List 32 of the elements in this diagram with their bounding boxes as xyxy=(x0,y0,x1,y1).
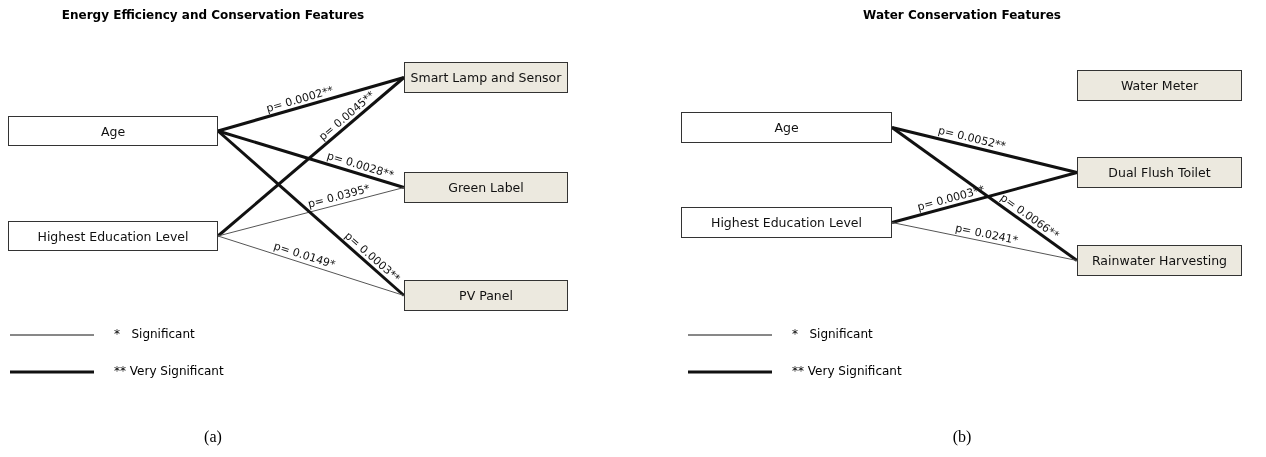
panel-title: Energy Efficiency and Conservation Features xyxy=(61,8,365,22)
connector-line xyxy=(891,222,1078,261)
feature-box: PV Panel xyxy=(404,280,568,311)
connector-line xyxy=(217,129,405,189)
variable-box: Highest Education Level xyxy=(8,221,218,251)
legend-label: * Significant xyxy=(792,327,873,341)
edge-label: p= 0.0395* xyxy=(306,182,371,210)
connector-line xyxy=(217,235,405,296)
edge-label: p= 0.0241* xyxy=(953,221,1019,246)
connector-line xyxy=(217,187,405,237)
variable-box: Highest Education Level xyxy=(681,207,892,238)
panel-caption: (a) xyxy=(204,428,222,446)
connector-line xyxy=(891,126,1078,262)
feature-box: Dual Flush Toilet xyxy=(1077,157,1242,188)
edge-label: p= 0.0149* xyxy=(272,240,337,271)
variable-box: Age xyxy=(681,112,892,143)
edge-label: p= 0.0028** xyxy=(325,150,395,182)
feature-box: Rainwater Harvesting xyxy=(1077,245,1242,276)
feature-box: Water Meter xyxy=(1077,70,1242,101)
panel-caption: (b) xyxy=(952,428,972,446)
feature-box: Green Label xyxy=(404,172,568,203)
legend-label: ** Very Significant xyxy=(114,364,224,378)
panel-title: Water Conservation Features xyxy=(863,8,1061,22)
connector-line xyxy=(217,76,405,238)
legend-label: ** Very Significant xyxy=(792,364,902,378)
legend-label: * Significant xyxy=(114,327,195,341)
connector-line xyxy=(217,76,405,133)
connector-line xyxy=(891,126,1078,174)
edge-label: p= 0.0052** xyxy=(936,125,1007,153)
connector-line xyxy=(891,171,1078,224)
variable-box: Age xyxy=(8,116,218,146)
feature-box: Smart Lamp and Sensor xyxy=(404,62,568,93)
